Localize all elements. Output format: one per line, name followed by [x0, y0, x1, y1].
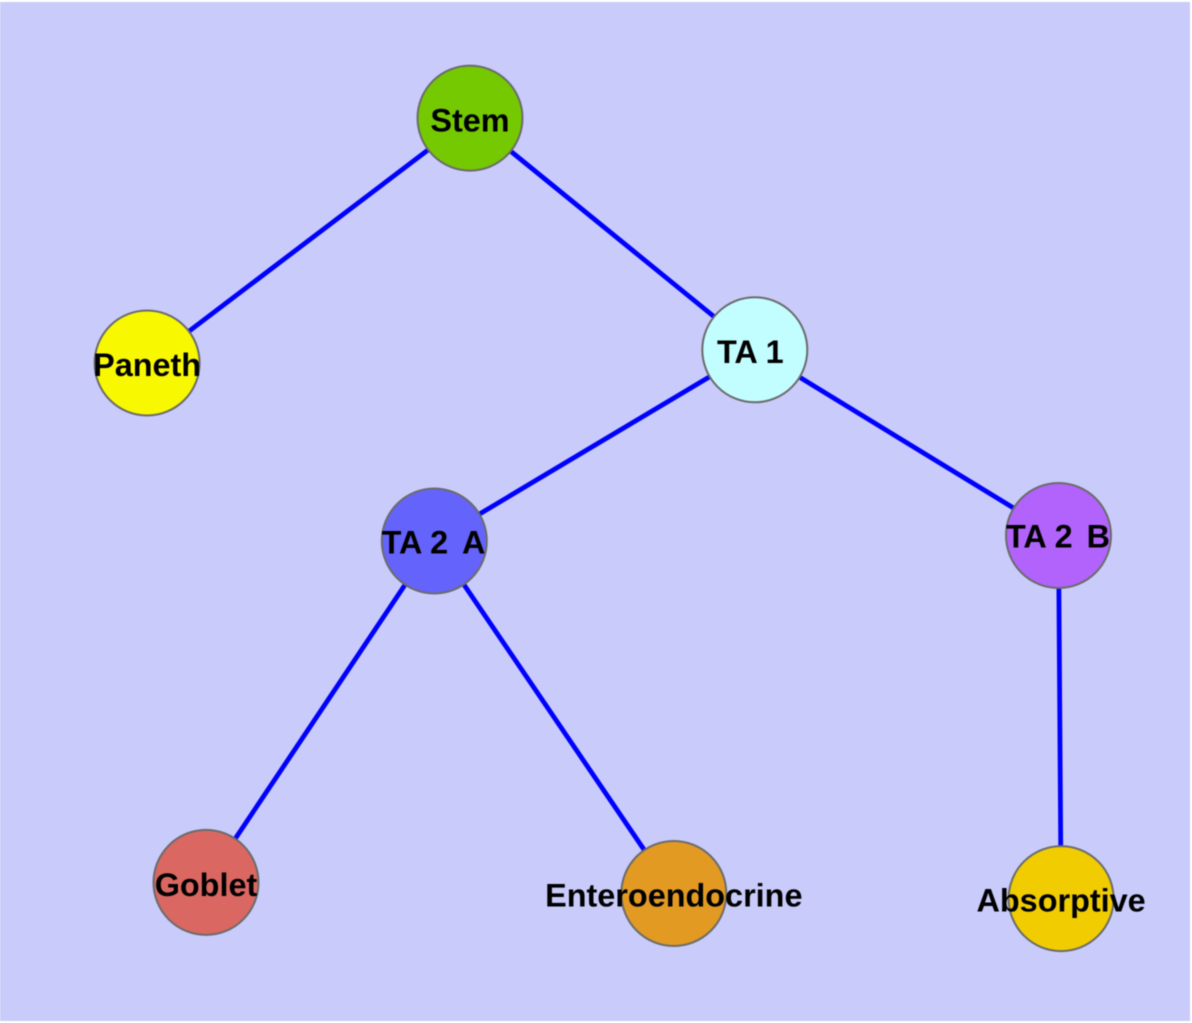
svg-text:TA 1: TA 1 — [717, 334, 784, 370]
svg-text:Stem: Stem — [430, 102, 509, 138]
svg-text:TA 2 A: TA 2 A — [382, 525, 486, 561]
svg-text:Absorptive: Absorptive — [977, 883, 1146, 919]
svg-text:Goblet: Goblet — [155, 867, 258, 903]
svg-text:TA 2 B: TA 2 B — [1006, 519, 1110, 555]
svg-text:Enteroendocrine: Enteroendocrine — [545, 877, 802, 913]
svg-text:Paneth: Paneth — [93, 347, 201, 383]
